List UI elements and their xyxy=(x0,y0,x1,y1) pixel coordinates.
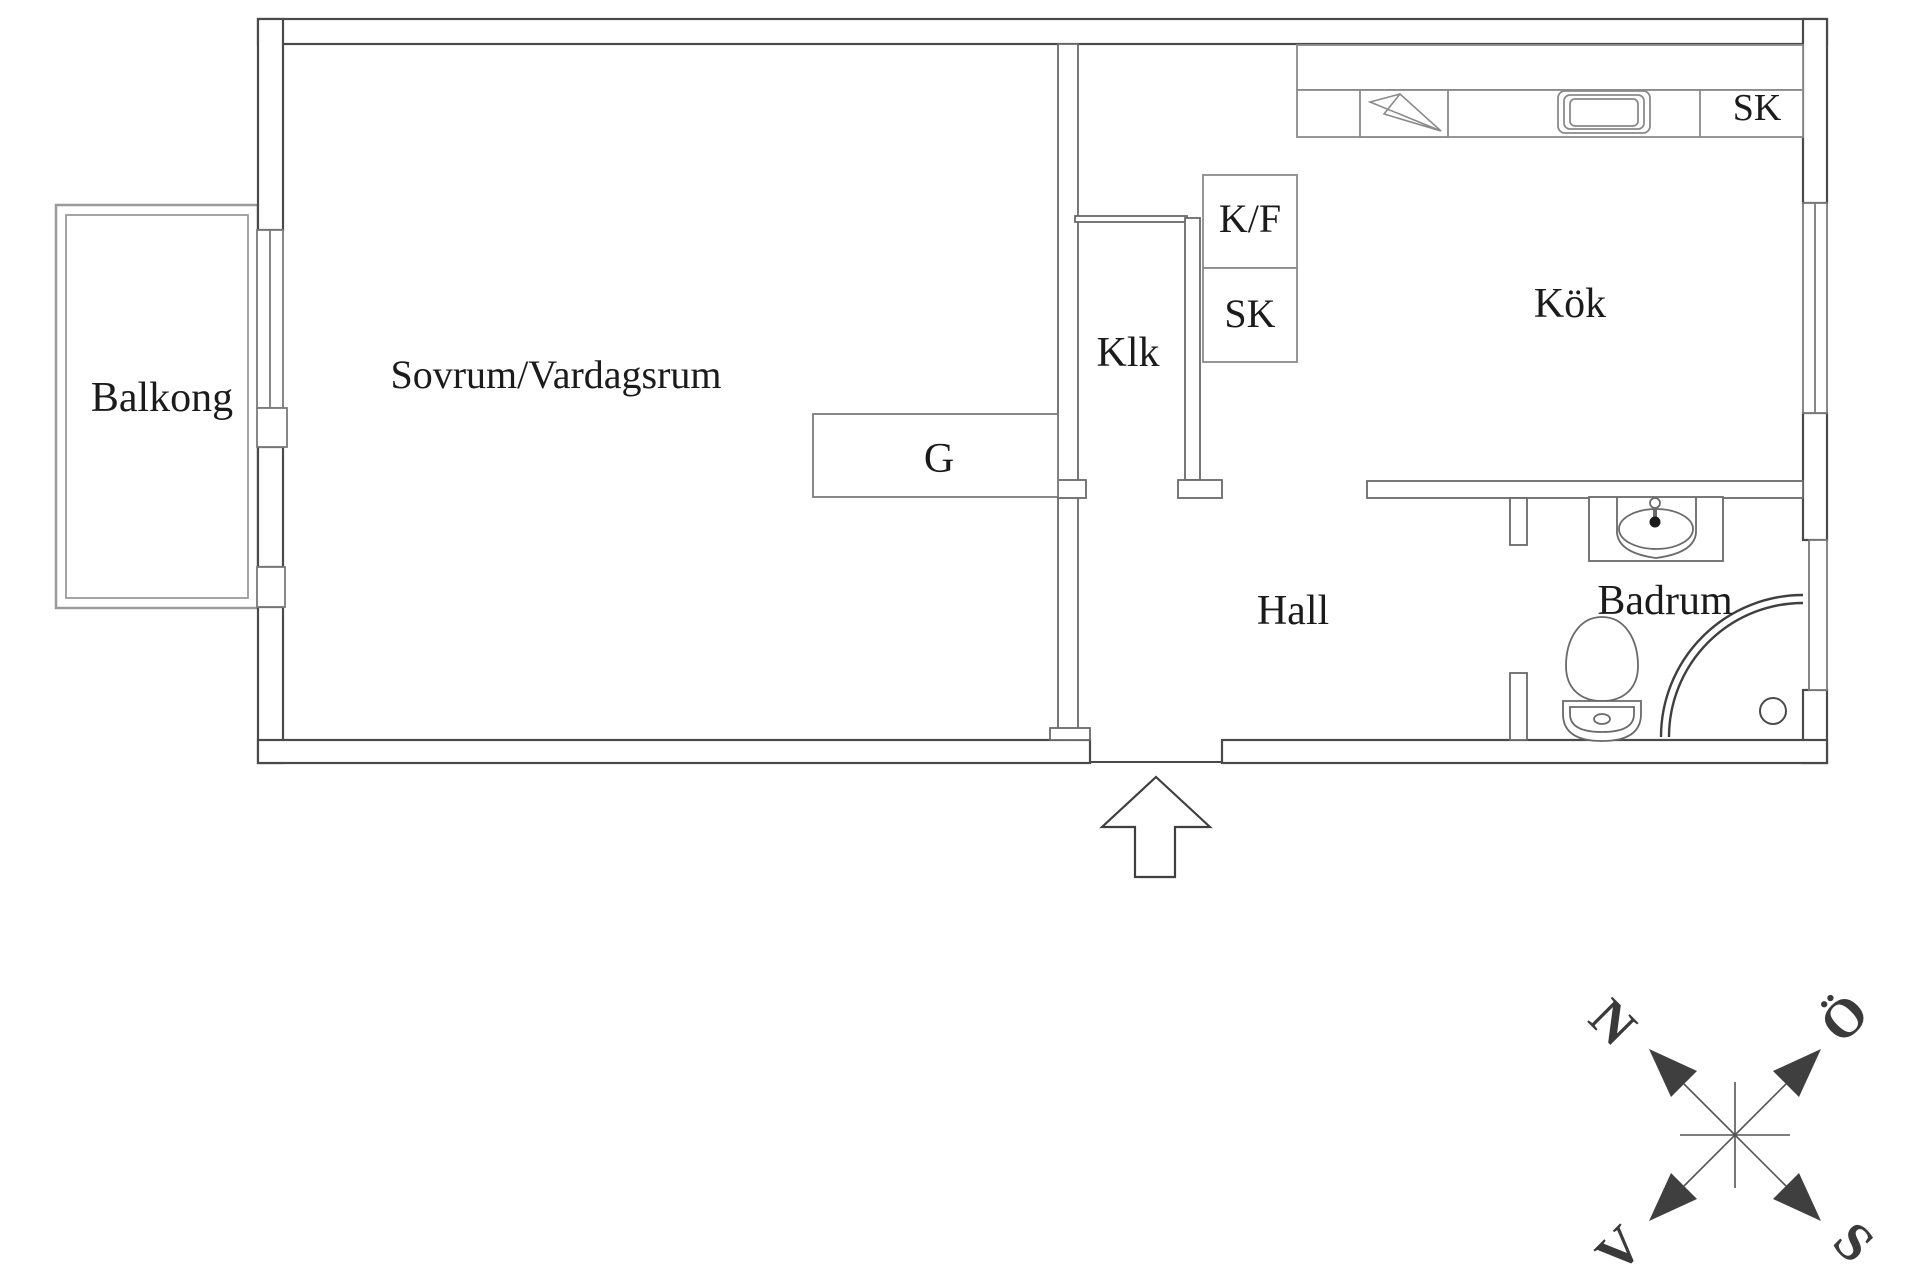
compass-label-east: Ö xyxy=(1808,982,1880,1054)
kitchen-sink-icon xyxy=(1557,90,1651,134)
compass-label-west: V xyxy=(1584,1214,1654,1280)
balcony-lower-opening xyxy=(256,566,286,608)
fridge-freezer-box xyxy=(1202,174,1298,363)
compass-arrowheads xyxy=(1649,1049,1821,1221)
outer-walls xyxy=(256,17,1829,765)
fridge-freezer-label: K/F xyxy=(1219,196,1281,241)
room-label-kitchen: Kök xyxy=(1534,281,1606,327)
entrance-arrow-icon xyxy=(1099,775,1213,879)
compass-rose: N Ö V S xyxy=(1578,982,1886,1280)
floor-drain-icon xyxy=(1759,697,1787,725)
compass-label-south: S xyxy=(1822,1210,1886,1274)
bathroom-window xyxy=(1808,539,1828,691)
room-label-bedroom-living: Sovrum/Vardagsrum xyxy=(390,352,721,397)
kitchen-counter xyxy=(1296,44,1804,138)
room-label-closet: Klk xyxy=(1097,330,1160,376)
compass-label-north: N xyxy=(1578,987,1648,1057)
wardrobe-label: G xyxy=(924,436,954,482)
closet-cabinet-label: SK xyxy=(1224,291,1275,336)
wardrobe-box xyxy=(812,413,1059,498)
balcony-door-opening xyxy=(256,407,288,448)
kitchen-window xyxy=(1802,202,1828,414)
kitchen-cabinet-label: SK xyxy=(1733,87,1782,129)
room-label-hall: Hall xyxy=(1257,588,1329,634)
room-label-balcony: Balkong xyxy=(91,375,233,421)
shower-door-arc xyxy=(1659,593,1804,738)
interior-walls xyxy=(1049,43,1804,741)
room-label-bathroom: Badrum xyxy=(1597,578,1733,624)
stove-flash-icon xyxy=(1367,92,1442,132)
balcony-window xyxy=(256,229,284,409)
bathroom-sink-icon xyxy=(1588,496,1724,562)
toilet-icon xyxy=(1562,616,1642,742)
